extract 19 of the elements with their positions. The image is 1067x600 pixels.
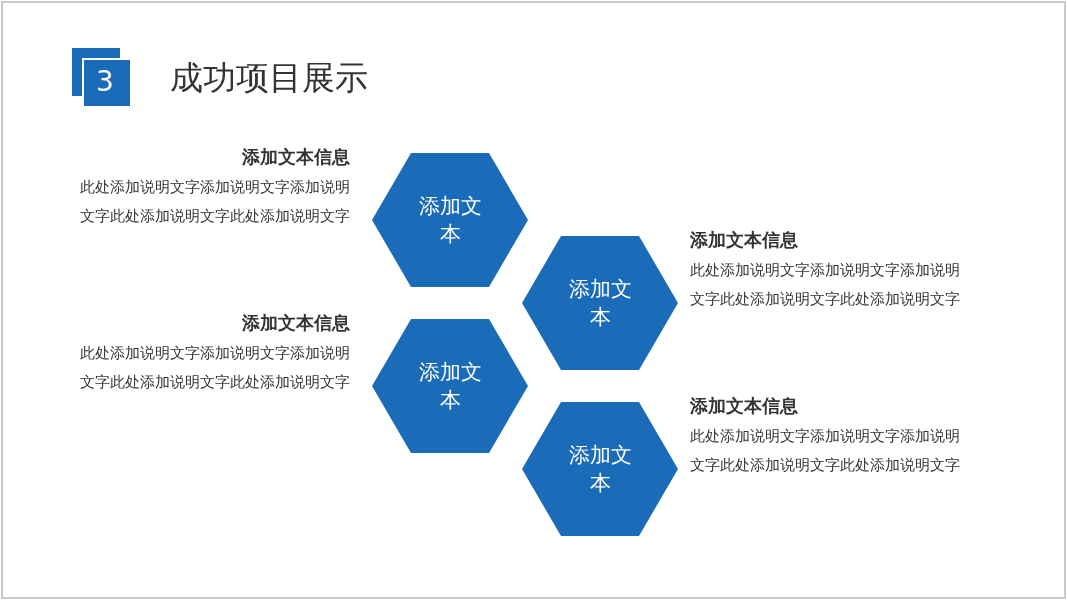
item-description: 此处添加说明文字添加说明文字添加说明文字此处添加说明文字此处添加说明文字	[80, 178, 350, 226]
hexagon-label: 添加文本	[567, 276, 633, 331]
hexagon-label: 添加文本	[417, 359, 483, 414]
item-heading: 添加文本信息	[690, 394, 799, 418]
item-heading: 添加文本信息	[241, 311, 350, 335]
number-badge	[72, 48, 132, 108]
hexagon-label: 添加文本	[567, 442, 633, 497]
hexagon	[522, 402, 678, 536]
item-heading: 添加文本信息	[241, 145, 350, 169]
hexagon	[522, 236, 678, 370]
badge-number: 3	[96, 64, 114, 100]
slide-title: 成功项目展示	[170, 57, 368, 99]
item-description: 此处添加说明文字添加说明文字添加说明文字此处添加说明文字此处添加说明文字	[80, 344, 350, 392]
item-heading: 添加文本信息	[690, 228, 799, 252]
item-description: 此处添加说明文字添加说明文字添加说明文字此处添加说明文字此处添加说明文字	[690, 427, 960, 475]
hexagon	[372, 319, 528, 453]
hexagon	[372, 153, 528, 287]
item-description: 此处添加说明文字添加说明文字添加说明文字此处添加说明文字此处添加说明文字	[690, 261, 960, 309]
hexagon-label: 添加文本	[417, 193, 483, 248]
